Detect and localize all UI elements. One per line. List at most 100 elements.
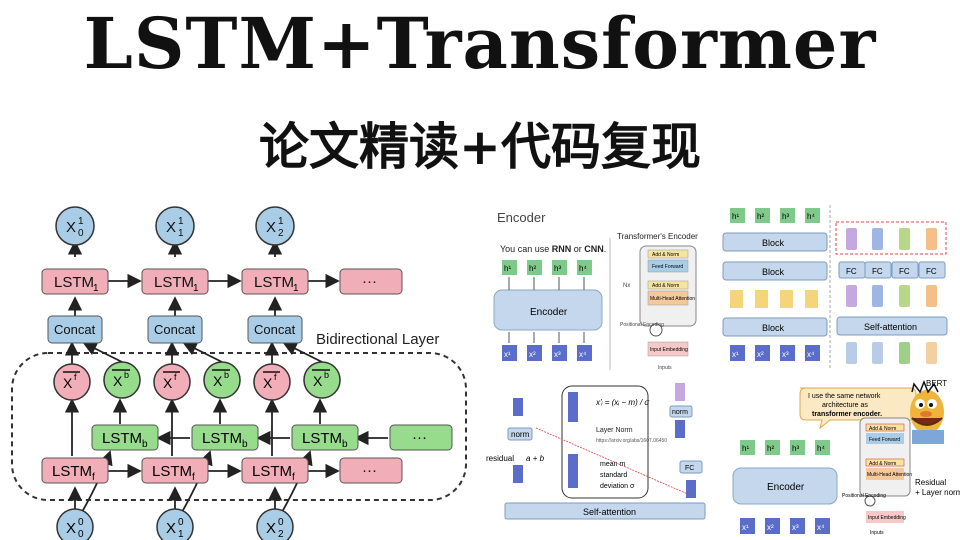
svg-text:Transformer's Encoder: Transformer's Encoder <box>617 232 698 241</box>
svg-text:b: b <box>324 370 329 380</box>
bilstm-diagram: Bidirectional Layer <box>11 206 467 540</box>
svg-text:b: b <box>224 370 229 380</box>
svg-text:Encoder: Encoder <box>530 307 568 318</box>
svg-text:1: 1 <box>193 283 199 294</box>
svg-text:FC: FC <box>899 267 910 276</box>
svg-text:FC: FC <box>926 267 937 276</box>
svg-text:LSTM: LSTM <box>252 463 292 480</box>
svg-text:Encoder: Encoder <box>767 482 805 493</box>
residual-layer-norm-label: Residual+ Layer norm <box>915 478 960 497</box>
svg-text:FC: FC <box>872 267 883 276</box>
block-vectors <box>846 228 937 250</box>
svg-text:Positional Encoding: Positional Encoding <box>620 322 664 328</box>
svg-text:mean m: mean m <box>600 461 625 468</box>
svg-text:You can use RNN or CNN.: You can use RNN or CNN. <box>500 244 606 254</box>
svg-text:X: X <box>313 373 323 389</box>
svg-text:x²: x² <box>757 350 764 359</box>
svg-text:architecture as: architecture as <box>822 402 868 409</box>
block-box <box>722 232 828 252</box>
svg-text:f: f <box>274 372 277 382</box>
svg-text:Self-attention: Self-attention <box>583 507 636 517</box>
block-x-row: x¹ x² x³ x⁴ <box>730 345 820 361</box>
svg-text:h³: h³ <box>792 444 799 453</box>
page-title: LSTM+Transformer <box>83 2 877 85</box>
svg-text:LSTM: LSTM <box>254 274 294 291</box>
encoder-h-row: h¹ h² h³ h⁴ <box>502 260 592 275</box>
bert-h-row: h¹ h² h³ h⁴ <box>740 440 830 455</box>
svg-text:0: 0 <box>178 517 184 528</box>
bert-character-icon <box>910 379 944 444</box>
svg-text:x'ᵢ = (xᵢ − m) / σ: x'ᵢ = (xᵢ − m) / σ <box>595 398 650 407</box>
svg-text:X: X <box>66 520 76 537</box>
svg-text:Block: Block <box>762 238 785 248</box>
svg-text:LSTM: LSTM <box>54 274 94 291</box>
svg-text:1: 1 <box>178 216 184 227</box>
svg-text:h⁴: h⁴ <box>579 264 587 273</box>
svg-text:X: X <box>263 375 273 391</box>
svg-text:···: ··· <box>412 429 427 446</box>
svg-text:1: 1 <box>293 283 299 294</box>
lstm-f-ellipsis: ··· <box>339 457 403 484</box>
svg-text:x¹: x¹ <box>742 523 749 532</box>
concat-box: Concat <box>47 315 103 344</box>
svg-text:norm: norm <box>672 409 688 416</box>
svg-text:FC: FC <box>685 465 694 472</box>
svg-text:Add & Norm: Add & Norm <box>869 461 896 467</box>
svg-text:b: b <box>142 439 148 450</box>
svg-text:norm: norm <box>511 430 530 439</box>
block-box <box>722 317 828 337</box>
bert-encoder-box <box>732 467 838 505</box>
bert-x-row: x¹ x² x³ x⁴ <box>740 518 830 534</box>
svg-text:standard: standard <box>600 472 627 479</box>
bidirectional-layer-region <box>11 352 467 501</box>
svg-text:1: 1 <box>178 529 184 540</box>
svg-text:Block: Block <box>762 267 785 277</box>
svg-text:Input Embedding: Input Embedding <box>868 515 906 521</box>
svg-text:1: 1 <box>178 228 184 239</box>
svg-text:Layer Norm: Layer Norm <box>596 427 633 434</box>
encoder-x-row: x¹ x² x³ x⁴ <box>502 345 592 361</box>
svg-text:LSTM: LSTM <box>152 463 192 480</box>
svg-text:Block: Block <box>762 323 785 333</box>
top-lstm-ellipsis: ··· <box>339 268 403 295</box>
svg-text:X: X <box>63 375 73 391</box>
svg-text:b: b <box>242 439 248 450</box>
svg-text:x⁴: x⁴ <box>807 350 815 359</box>
svg-text:x⁴: x⁴ <box>579 350 587 359</box>
svg-text:x⁴: x⁴ <box>817 523 825 532</box>
svg-text:x³: x³ <box>554 350 561 359</box>
svg-text:Feed Forward: Feed Forward <box>869 437 900 443</box>
svg-text:X: X <box>213 373 223 389</box>
svg-text:0: 0 <box>78 529 84 540</box>
svg-text:0: 0 <box>278 517 284 528</box>
output-nodes: X 1 0 X 1 1 X 1 2 <box>55 206 295 246</box>
svg-text:residual: residual <box>486 454 514 463</box>
encoder-box <box>493 289 603 331</box>
svg-text:Concat: Concat <box>254 322 296 337</box>
svg-text:b: b <box>124 370 129 380</box>
output-node: X 1 2 <box>255 206 295 246</box>
svg-text:https://arxiv.org/abs/1607.064: https://arxiv.org/abs/1607.06450 <box>596 438 667 444</box>
svg-text:h⁴: h⁴ <box>807 212 815 221</box>
bidirectional-layer-label: Bidirectional Layer <box>316 331 439 348</box>
output-node: X 1 1 <box>155 206 195 246</box>
svg-text:h²: h² <box>757 212 764 221</box>
svg-text:X: X <box>66 219 76 236</box>
svg-text:X: X <box>166 520 176 537</box>
svg-text:x²: x² <box>767 523 774 532</box>
svg-text:x¹: x¹ <box>732 350 739 359</box>
encoder-panel: Encoder You can use RNN or CNN. h¹ h² h³… <box>484 200 716 378</box>
